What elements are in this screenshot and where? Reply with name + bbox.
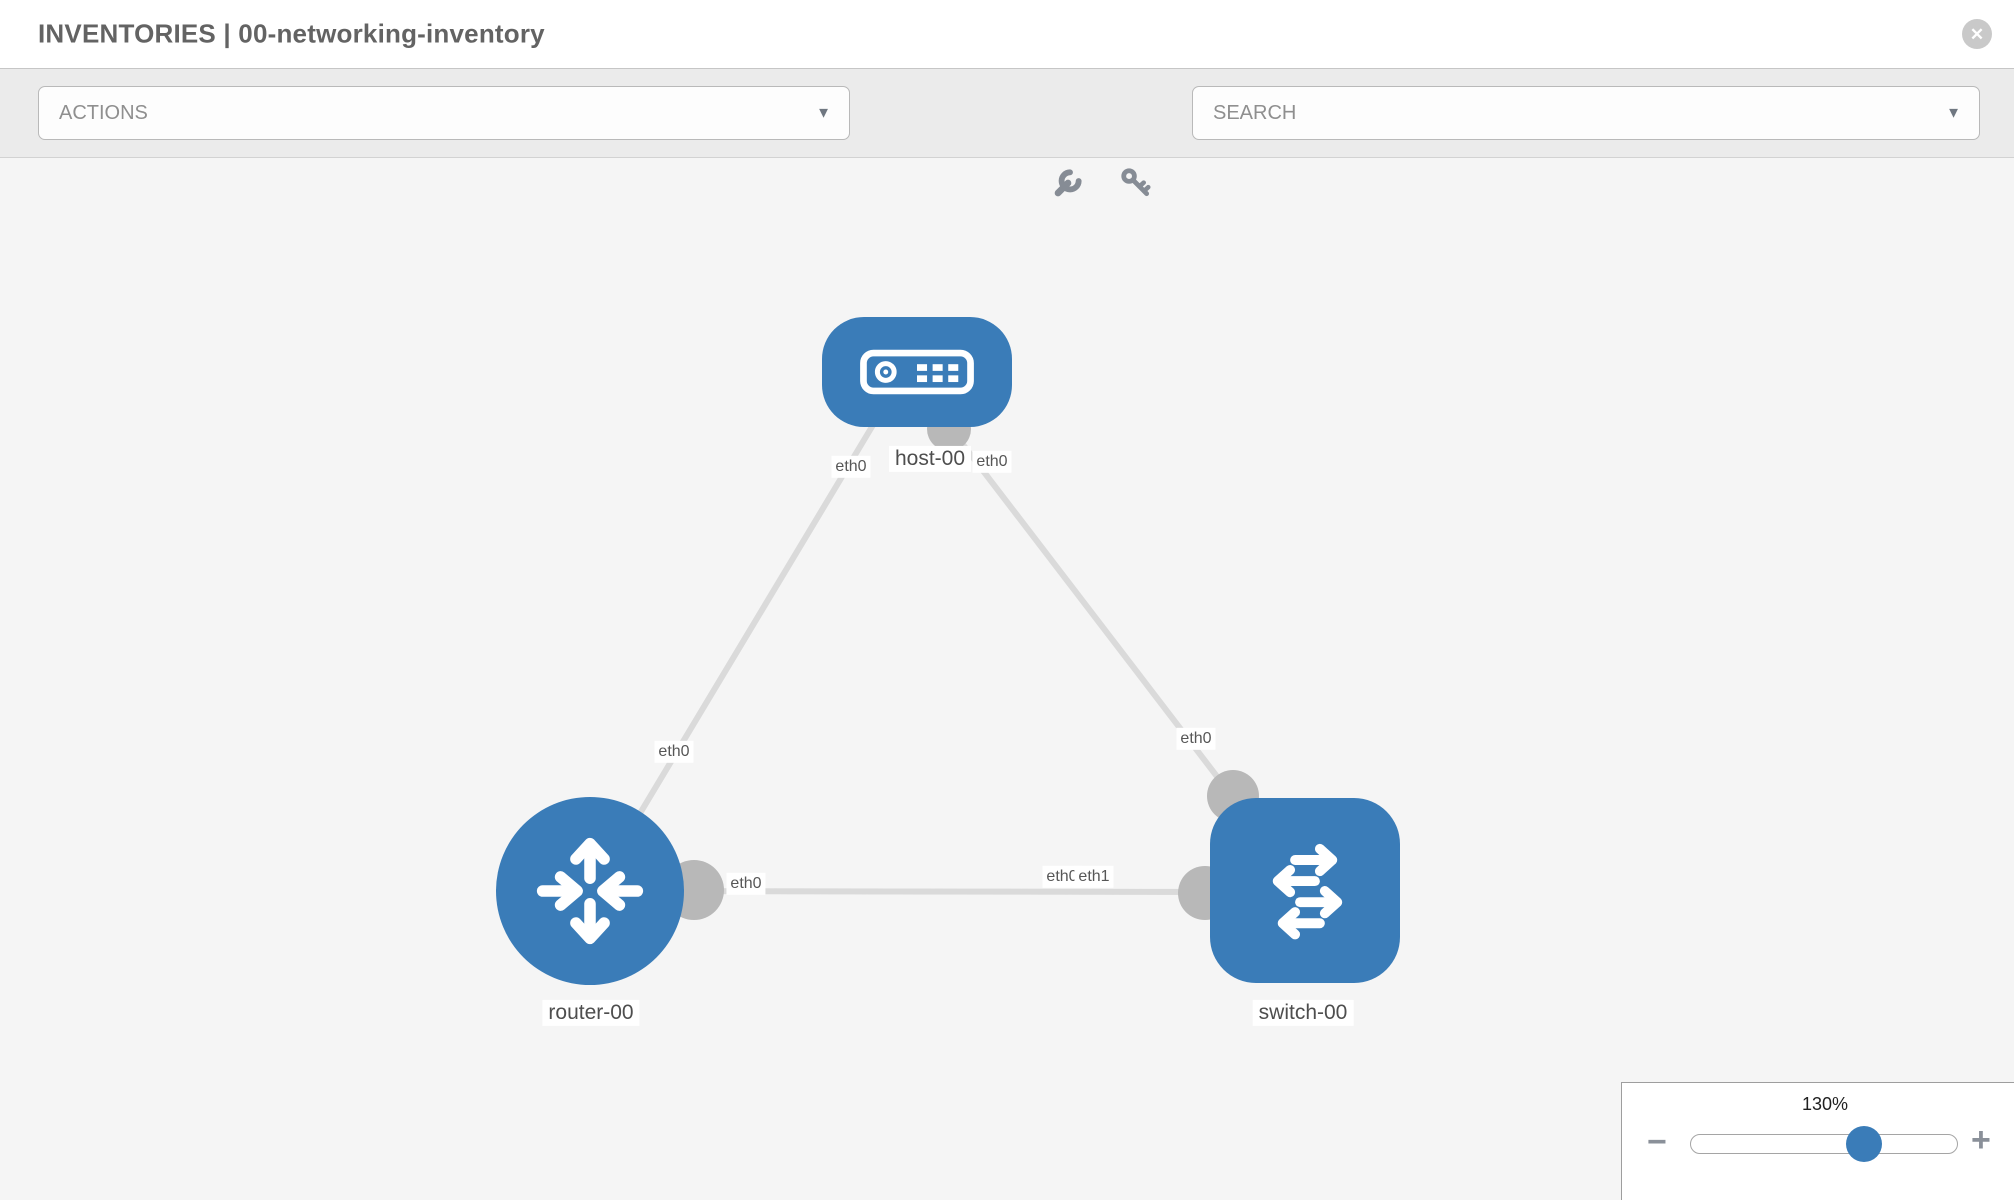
zoom-slider[interactable] bbox=[1690, 1126, 1958, 1162]
zoom-panel: 130% − + bbox=[1621, 1082, 2014, 1200]
key-icon[interactable] bbox=[1120, 167, 1152, 199]
iface-label: eth0 bbox=[1042, 865, 1082, 889]
node-label-router: router-00 bbox=[542, 999, 640, 1027]
iface-label: eth1 bbox=[1074, 865, 1114, 889]
iface-label: eth0 bbox=[654, 740, 694, 764]
node-switch[interactable] bbox=[1210, 798, 1400, 983]
page-title: INVENTORIES | 00-networking-inventory bbox=[38, 18, 545, 49]
host-icon bbox=[860, 349, 974, 395]
toolbar: ACTIONS ▼ SEARCH ▼ bbox=[0, 69, 2014, 197]
wrench-icon[interactable] bbox=[1052, 167, 1084, 199]
topology-canvas[interactable] bbox=[0, 158, 2014, 1200]
search-dropdown-label: SEARCH bbox=[1213, 101, 1297, 124]
iface-label: eth0 bbox=[831, 455, 871, 479]
link-host-router bbox=[597, 423, 876, 882]
chevron-down-icon: ▼ bbox=[816, 104, 831, 122]
zoom-out-button[interactable]: − bbox=[1647, 1123, 1667, 1161]
zoom-level-readout: 130% bbox=[1801, 1094, 1849, 1114]
node-router[interactable] bbox=[496, 797, 684, 985]
actions-dropdown[interactable]: ACTIONS ▼ bbox=[38, 86, 850, 140]
actions-dropdown-label: ACTIONS bbox=[59, 101, 148, 124]
node-label-switch: switch-00 bbox=[1252, 999, 1354, 1027]
router-icon bbox=[536, 837, 644, 945]
node-label-host: host-00 bbox=[888, 445, 972, 473]
chevron-down-icon: ▼ bbox=[1946, 104, 1961, 122]
iface-label: eth0 bbox=[726, 872, 766, 896]
zoom-in-button[interactable]: + bbox=[1971, 1121, 1991, 1159]
topology-edges-layer bbox=[597, 407, 1259, 920]
node-host[interactable] bbox=[822, 317, 1012, 427]
close-icon[interactable]: ✕ bbox=[1962, 19, 1992, 49]
search-dropdown[interactable]: SEARCH ▼ bbox=[1192, 86, 1980, 140]
zoom-slider-thumb[interactable] bbox=[1846, 1126, 1882, 1162]
iface-label: eth0 bbox=[1176, 727, 1216, 751]
breadcrumb-header: INVENTORIES | 00-networking-inventory ✕ bbox=[0, 0, 2014, 69]
iface-label: eth0 bbox=[972, 450, 1012, 474]
switch-icon bbox=[1272, 843, 1343, 939]
